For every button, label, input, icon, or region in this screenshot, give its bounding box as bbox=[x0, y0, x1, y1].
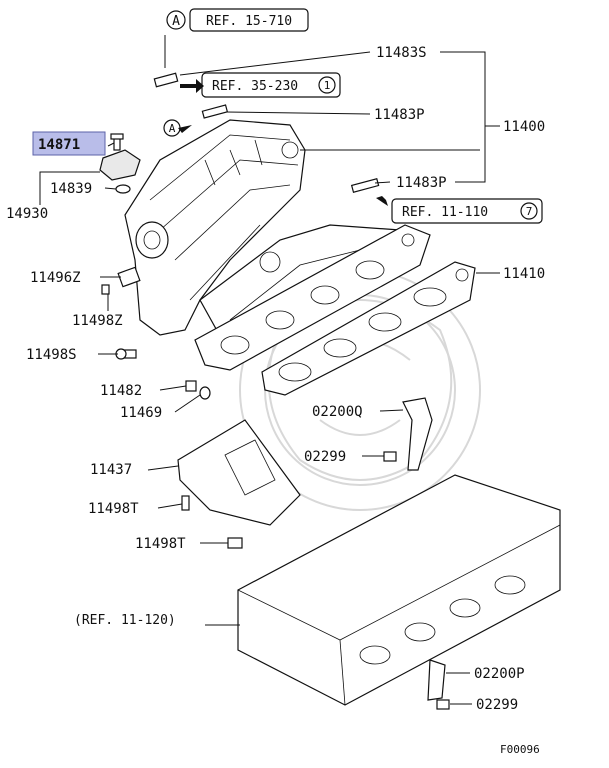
highlight-14871 bbox=[32, 131, 106, 156]
ref-35-230: REF. 35-230 1 bbox=[201, 72, 341, 98]
label-11498T-b: 11498T bbox=[135, 536, 186, 552]
marker-a: A bbox=[163, 119, 181, 137]
figure-code: F00096 bbox=[500, 743, 540, 756]
svg-text:1: 1 bbox=[324, 79, 331, 92]
nut-11482 bbox=[185, 380, 197, 392]
svg-text:7: 7 bbox=[526, 205, 533, 218]
label-11482: 11482 bbox=[100, 383, 142, 399]
bolt-14871 bbox=[110, 133, 124, 151]
svg-text:REF. 35-230: REF. 35-230 bbox=[212, 79, 298, 94]
label-11483S: 11483S bbox=[376, 45, 427, 61]
gasket-11410 bbox=[261, 261, 476, 396]
leader-lines bbox=[39, 35, 500, 705]
svg-text:A: A bbox=[172, 14, 180, 29]
label-14839: 14839 bbox=[50, 181, 92, 197]
intake-manifold bbox=[124, 119, 431, 371]
label-11498S: 11498S bbox=[26, 347, 77, 363]
bracket-02200Q bbox=[402, 397, 433, 471]
bolt-02299-top bbox=[383, 451, 397, 462]
bolt-11498T-b bbox=[227, 537, 243, 549]
label-11437: 11437 bbox=[90, 462, 132, 478]
bolt-11498Z bbox=[101, 284, 110, 295]
gasket-11496Z bbox=[117, 266, 141, 288]
label-02299-bottom: 02299 bbox=[476, 697, 518, 713]
bolt-11498T-a bbox=[181, 495, 190, 511]
stud-11483P-bottom bbox=[350, 178, 380, 193]
label-02299-top: 02299 bbox=[304, 449, 346, 465]
label-11483P-top: 11483P bbox=[374, 107, 425, 123]
stud-11483S bbox=[153, 72, 179, 88]
label-14930: 14930 bbox=[6, 206, 48, 222]
ref-15-710: A REF. 15-710 bbox=[166, 8, 309, 32]
ref-11-110: REF. 11-110 7 bbox=[391, 198, 543, 224]
bolt-02299-bottom bbox=[436, 699, 450, 710]
label-11410: 11410 bbox=[503, 266, 545, 282]
bolt-11498S bbox=[115, 348, 137, 360]
label-11496Z: 11496Z bbox=[30, 270, 81, 286]
label-02200Q: 02200Q bbox=[312, 404, 363, 420]
ref-11-120: (REF. 11-120) bbox=[74, 613, 176, 628]
label-11498T-a: 11498T bbox=[88, 501, 139, 517]
stud-11483P-top bbox=[201, 104, 229, 119]
bracket-02200P bbox=[427, 659, 446, 701]
label-02200P: 02200P bbox=[474, 666, 525, 682]
washer-11469 bbox=[199, 386, 211, 400]
label-11483P-bottom: 11483P bbox=[396, 175, 447, 191]
svg-text:REF. 11-110: REF. 11-110 bbox=[402, 205, 488, 220]
bracket-11437 bbox=[177, 419, 301, 526]
label-11400: 11400 bbox=[503, 119, 545, 135]
label-11498Z: 11498Z bbox=[72, 313, 123, 329]
oring-14839 bbox=[115, 184, 131, 194]
label-11469: 11469 bbox=[120, 405, 162, 421]
sensor-14930 bbox=[99, 149, 141, 181]
label-14871: 14871 bbox=[38, 137, 80, 153]
svg-text:A: A bbox=[169, 122, 176, 135]
svg-text:REF. 15-710: REF. 15-710 bbox=[206, 14, 292, 29]
cylinder-head bbox=[237, 474, 561, 706]
